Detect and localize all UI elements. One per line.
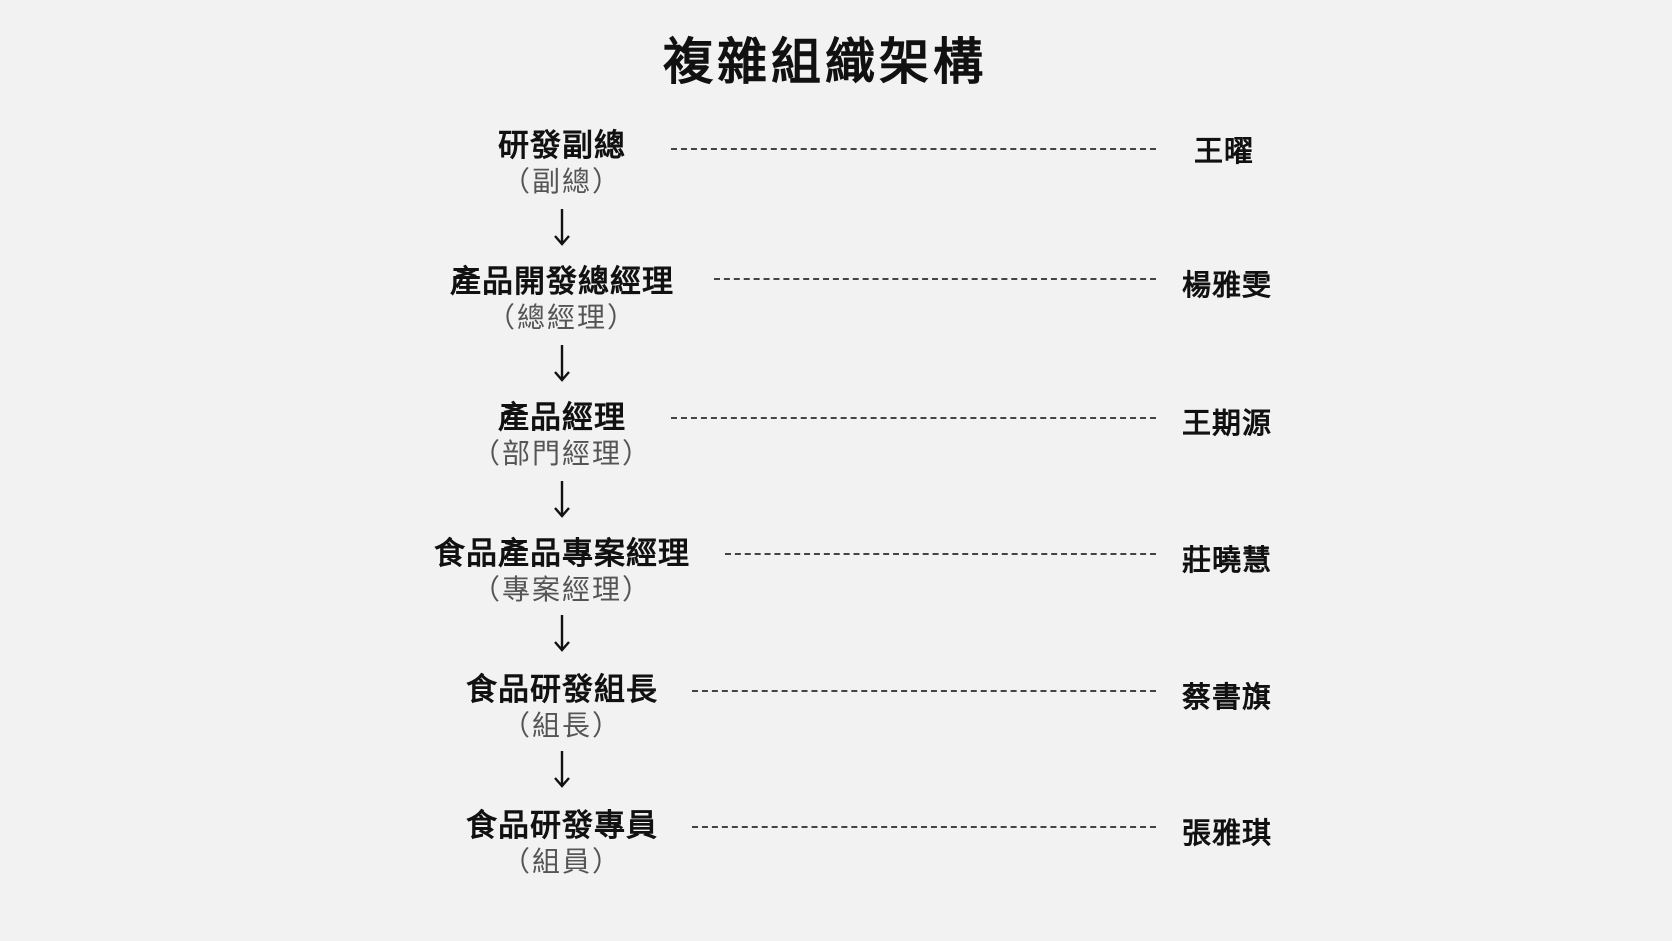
down-arrow-icon — [554, 209, 570, 246]
dashed-connector — [692, 826, 1156, 828]
down-arrow-icon — [554, 751, 570, 788]
person-name: 蔡書旗 — [1182, 680, 1273, 714]
role-subtitle: （總經理） — [486, 301, 637, 334]
down-arrow-icon — [554, 481, 570, 518]
dashed-connector — [671, 148, 1156, 150]
role-title: 食品研發專員 — [466, 808, 658, 844]
diagram-title: 複雜組織架構 — [663, 33, 987, 91]
person-name: 莊曉慧 — [1182, 543, 1273, 577]
role-title: 食品產品專案經理 — [434, 536, 690, 572]
role-subtitle: （副總） — [501, 165, 622, 198]
person-name: 王期源 — [1182, 406, 1273, 440]
role-title: 產品開發總經理 — [450, 264, 674, 300]
dashed-connector — [725, 553, 1156, 555]
person-name: 楊雅雯 — [1182, 268, 1273, 302]
person-name: 王曜 — [1194, 134, 1255, 168]
person-name: 張雅琪 — [1182, 816, 1273, 850]
down-arrow-icon — [554, 345, 570, 382]
down-arrow-icon — [554, 615, 570, 652]
role-title: 研發副總 — [498, 128, 626, 164]
role-title: 產品經理 — [498, 400, 626, 436]
role-subtitle: （專案經理） — [471, 573, 652, 606]
dashed-connector — [714, 278, 1156, 280]
dashed-connector — [692, 690, 1156, 692]
role-title: 食品研發組長 — [466, 672, 658, 708]
role-subtitle: （組員） — [501, 845, 622, 878]
role-subtitle: （部門經理） — [471, 437, 652, 470]
dashed-connector — [671, 417, 1156, 419]
role-subtitle: （組長） — [501, 709, 622, 742]
